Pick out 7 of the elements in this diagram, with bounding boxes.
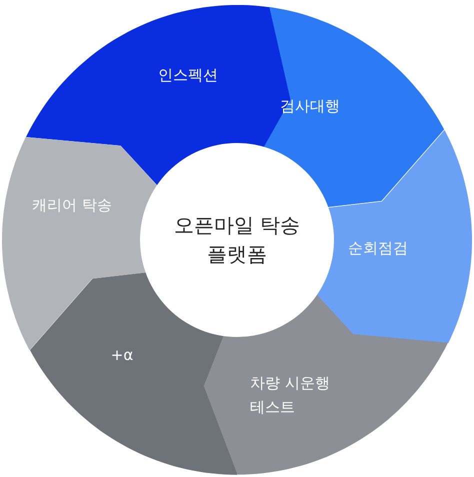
segment-label: 인스펙션 — [156, 64, 219, 86]
segment-label: 차량 시운행 테스트 — [250, 372, 330, 418]
segment-label: +α — [110, 344, 134, 366]
center-label: 오픈마일 탁송 플랫폼 — [172, 212, 302, 268]
segment-label: 순회점검 — [346, 238, 409, 259]
segment-label: 검사대행 — [278, 96, 341, 117]
segment-label: 캐리어 탁송 — [31, 194, 113, 216]
